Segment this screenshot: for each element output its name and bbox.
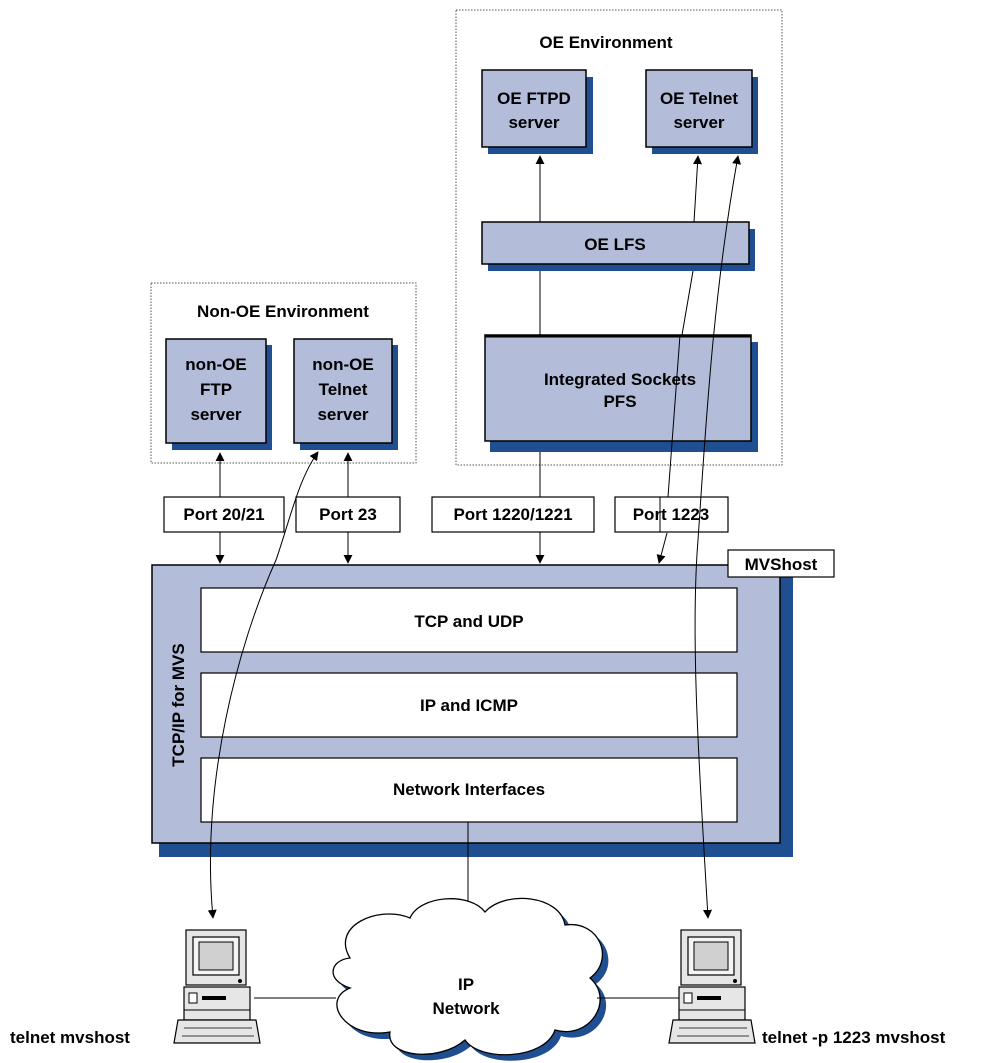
port-20-21-label: Port 20/21: [183, 505, 264, 524]
cloud-label-1: IP: [458, 975, 474, 994]
non-oe-ftp-label-1: non-OE: [185, 355, 246, 374]
layer-network-interfaces: Network Interfaces: [200, 757, 738, 823]
right-client-command: telnet -p 1223 mvshost: [762, 1028, 946, 1047]
oe-telnet-server-label-2: server: [673, 113, 724, 132]
port-23-box: Port 23: [295, 496, 401, 533]
oe-lfs-box: OE LFS: [481, 221, 755, 271]
non-oe-telnet-label-1: non-OE: [312, 355, 373, 374]
sockets-pfs-label-1: Integrated Sockets: [544, 370, 696, 389]
right-computer-icon: [668, 929, 756, 1044]
tcpip-stack-label: TCP/IP for MVS: [169, 643, 188, 766]
mvshost-label-box: MVShost: [727, 549, 835, 578]
non-oe-environment-title: Non-OE Environment: [197, 302, 369, 321]
port-1220-1221-box: Port 1220/1221: [431, 496, 595, 533]
oe-ftpd-server-box: OE FTPD server: [481, 69, 593, 154]
cloud-label-2: Network: [432, 999, 500, 1018]
non-oe-ftp-label-3: server: [190, 405, 241, 424]
oe-ftpd-server-label-1: OE FTPD: [497, 89, 571, 108]
oe-environment-boundary: [455, 9, 783, 466]
oe-environment-title: OE Environment: [539, 33, 673, 52]
layer-tcp-udp: TCP and UDP: [200, 587, 738, 653]
layer-network-interfaces-label: Network Interfaces: [393, 780, 545, 799]
connector-port1223-telnet: [659, 156, 698, 532]
non-oe-telnet-label-3: server: [317, 405, 368, 424]
non-oe-ftp-server-box: non-OE FTP server: [165, 338, 272, 450]
layer-tcp-udp-label: TCP and UDP: [414, 612, 523, 631]
integrated-sockets-pfs-box: Integrated Sockets PFS: [484, 334, 758, 452]
oe-lfs-label: OE LFS: [584, 235, 645, 254]
layer-ip-icmp-label: IP and ICMP: [420, 696, 518, 715]
port-1220-1221-label: Port 1220/1221: [453, 505, 572, 524]
port-20-21-box: Port 20/21: [163, 496, 285, 533]
left-computer-icon: [173, 929, 261, 1044]
oe-ftpd-server-label-2: server: [508, 113, 559, 132]
oe-telnet-server-label-1: OE Telnet: [660, 89, 738, 108]
port-1223-box: Port 1223: [614, 496, 729, 533]
ip-network-cloud: IP Network: [332, 897, 609, 1061]
connector-port1223-down: [656, 532, 668, 564]
non-oe-telnet-label-2: Telnet: [319, 380, 368, 399]
mvshost-label: MVShost: [745, 555, 818, 574]
non-oe-telnet-server-box: non-OE Telnet server: [293, 338, 398, 450]
session-path-left: [207, 451, 319, 919]
sockets-pfs-label-2: PFS: [603, 392, 636, 411]
port-1223-label: Port 1223: [633, 505, 710, 524]
layer-ip-icmp: IP and ICMP: [200, 672, 738, 738]
left-client-command: telnet mvshost: [10, 1028, 130, 1047]
oe-telnet-server-box: OE Telnet server: [645, 69, 758, 154]
session-path-right: [694, 155, 741, 919]
non-oe-ftp-label-2: FTP: [200, 380, 232, 399]
port-23-label: Port 23: [319, 505, 377, 524]
